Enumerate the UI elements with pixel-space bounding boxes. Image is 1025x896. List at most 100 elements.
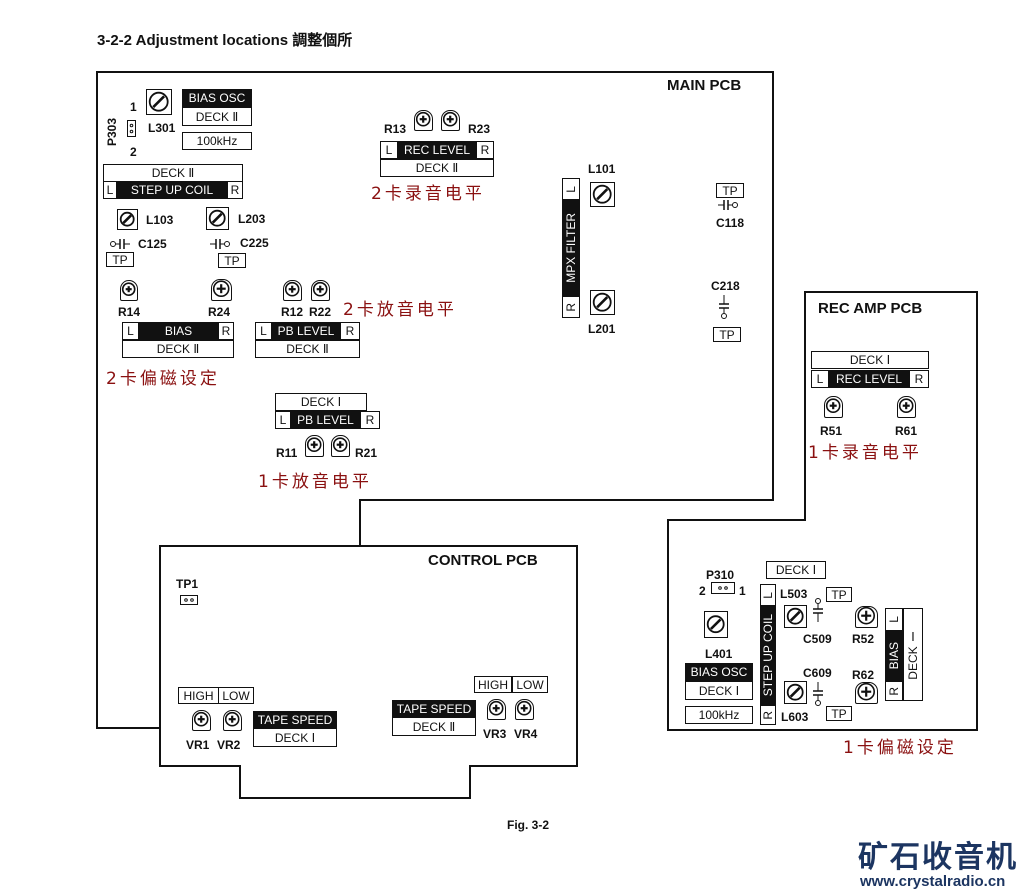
main-rec: REC LEVEL bbox=[398, 141, 476, 159]
rec-amp-r61: R61 bbox=[895, 424, 918, 438]
control-pcb-outline bbox=[159, 545, 578, 799]
main-c118-cap-icon bbox=[716, 200, 744, 210]
main-r13-pot-icon bbox=[414, 110, 433, 131]
control-ts1: TAPE SPEED bbox=[253, 711, 337, 728]
main-r23-pot-icon bbox=[441, 110, 460, 131]
main-r23: R23 bbox=[468, 122, 491, 136]
main-r21: R21 bbox=[355, 446, 378, 460]
rec-amp-l401: L401 bbox=[705, 647, 733, 661]
main-r12: R12 bbox=[281, 305, 304, 319]
main-bias-r: R bbox=[218, 322, 234, 340]
main-mpx-l: L bbox=[562, 178, 580, 200]
control-title: CONTROL PCB bbox=[428, 552, 538, 569]
logo-url: www.crystalradio.cn bbox=[860, 873, 1006, 890]
control-ts2: TAPE SPEED bbox=[392, 700, 476, 717]
main-mpx-r-text: R bbox=[564, 302, 578, 312]
rec-amp-p310-pin1: 1 bbox=[739, 584, 746, 598]
rec-amp-bias-l: L bbox=[885, 608, 903, 631]
main-r24-pot-icon bbox=[211, 279, 232, 301]
main-note-pb1: 1卡放音电平 bbox=[258, 472, 372, 492]
main-r21-pot-icon bbox=[331, 435, 350, 457]
rec-amp-tp1: TP bbox=[826, 587, 852, 602]
control-vr1-pot-icon bbox=[192, 710, 211, 731]
rec-amp-r62-pot-icon bbox=[855, 682, 878, 704]
main-bias-osc-freq: 100kHz bbox=[182, 132, 252, 150]
main-suc-r: R bbox=[227, 181, 243, 199]
rec-amp-r51-pot-icon bbox=[824, 396, 843, 418]
main-l203-coil-icon bbox=[206, 207, 229, 230]
rec-amp-suc: STEP UP COIL bbox=[760, 606, 776, 705]
main-pb1: PB LEVEL bbox=[291, 411, 360, 429]
main-p303-pin2: 2 bbox=[130, 145, 137, 159]
control-vr2-pot-icon bbox=[223, 710, 242, 731]
main-r14-pot-icon bbox=[120, 280, 138, 301]
main-bias-deck: DECK Ⅱ bbox=[122, 340, 234, 358]
main-tp1: TP bbox=[106, 252, 134, 267]
main-l101: L101 bbox=[588, 162, 616, 176]
rec-amp-title: REC AMP PCB bbox=[818, 300, 923, 317]
rec-amp-c609: C609 bbox=[803, 666, 832, 680]
main-c218-cap-icon bbox=[718, 293, 730, 319]
rec-amp-suc-l-text: L bbox=[761, 591, 775, 599]
control-high2: HIGH bbox=[474, 676, 512, 693]
control-low2: LOW bbox=[512, 676, 548, 693]
main-r11-pot-icon bbox=[305, 435, 324, 457]
main-pb1-l: L bbox=[275, 411, 291, 429]
main-p303-connector-icon bbox=[127, 120, 136, 137]
rec-amp-note-rec1: 1卡录音电平 bbox=[808, 443, 922, 463]
rec-amp-l503-coil-icon bbox=[784, 605, 807, 628]
main-mpx: MPX FILTER bbox=[562, 200, 580, 296]
main-l203: L203 bbox=[238, 212, 266, 226]
rec-amp-r61-pot-icon bbox=[897, 396, 916, 418]
main-bias-l: L bbox=[122, 322, 139, 340]
main-l301: L301 bbox=[148, 121, 176, 135]
rec-amp-bias-osc: BIAS OSC bbox=[685, 663, 753, 681]
control-vr4: VR4 bbox=[514, 727, 538, 741]
main-suc: STEP UP COIL bbox=[117, 181, 227, 199]
control-ts1-deck: DECK Ⅰ bbox=[253, 728, 337, 747]
main-title: MAIN PCB bbox=[667, 77, 742, 94]
rec-amp-note-bias1: 1卡偏磁设定 bbox=[843, 738, 957, 758]
main-bias: BIAS bbox=[139, 322, 218, 340]
main-mpx-l-text: L bbox=[564, 185, 578, 193]
control-vr1: VR1 bbox=[186, 738, 210, 752]
main-r22-pot-icon bbox=[311, 280, 330, 301]
rec-amp-bias-l-text: L bbox=[887, 616, 901, 623]
main-mpx-r: R bbox=[562, 296, 580, 318]
main-p303-pin1: 1 bbox=[130, 100, 137, 114]
page-title: 3-2-2 Adjustment locations 調整個所 bbox=[97, 32, 353, 49]
main-r11: R11 bbox=[276, 446, 298, 460]
rec-amp-bias: BIAS bbox=[885, 631, 903, 681]
main-l301-coil-icon bbox=[146, 89, 172, 115]
main-note-pb2: 2卡放音电平 bbox=[343, 300, 457, 320]
main-rec-l: L bbox=[380, 141, 398, 159]
main-pb2-l: L bbox=[255, 322, 272, 340]
main-tp3: TP bbox=[716, 183, 744, 198]
rec-amp-r51: R51 bbox=[820, 424, 843, 438]
main-note-bias2: 2卡偏磁设定 bbox=[106, 369, 220, 389]
rec-amp-c509-cap-icon bbox=[812, 598, 824, 624]
main-c125-cap-icon bbox=[110, 239, 134, 249]
rec-amp-bias-osc-freq: 100kHz bbox=[685, 706, 753, 724]
rec-amp-rec-l: L bbox=[811, 370, 829, 388]
rec-amp-r62: R62 bbox=[852, 668, 875, 682]
rec-amp-tp2: TP bbox=[826, 706, 852, 721]
rec-amp-suc-r: R bbox=[760, 705, 776, 725]
main-suc-deck: DECK Ⅱ bbox=[103, 164, 243, 182]
control-tp1-connector-icon bbox=[180, 595, 198, 605]
control-high1: HIGH bbox=[178, 687, 219, 704]
control-vr3: VR3 bbox=[483, 727, 507, 741]
main-c218: C218 bbox=[711, 279, 740, 293]
control-vr3-pot-icon bbox=[487, 699, 506, 720]
main-pb1-deck: DECK Ⅰ bbox=[275, 393, 367, 411]
rec-amp-bias-text: BIAS bbox=[887, 642, 901, 670]
main-tp2: TP bbox=[218, 253, 246, 268]
main-r12-pot-icon bbox=[283, 280, 302, 301]
main-c225: C225 bbox=[240, 236, 269, 250]
rec-amp-suc-text: STEP UP COIL bbox=[761, 614, 775, 697]
main-bias-osc-deck: DECK Ⅱ bbox=[182, 107, 252, 126]
rec-amp-rec-r: R bbox=[909, 370, 929, 388]
rec-amp-r52: R52 bbox=[852, 632, 875, 646]
rec-amp-bias-r: R bbox=[885, 681, 903, 701]
